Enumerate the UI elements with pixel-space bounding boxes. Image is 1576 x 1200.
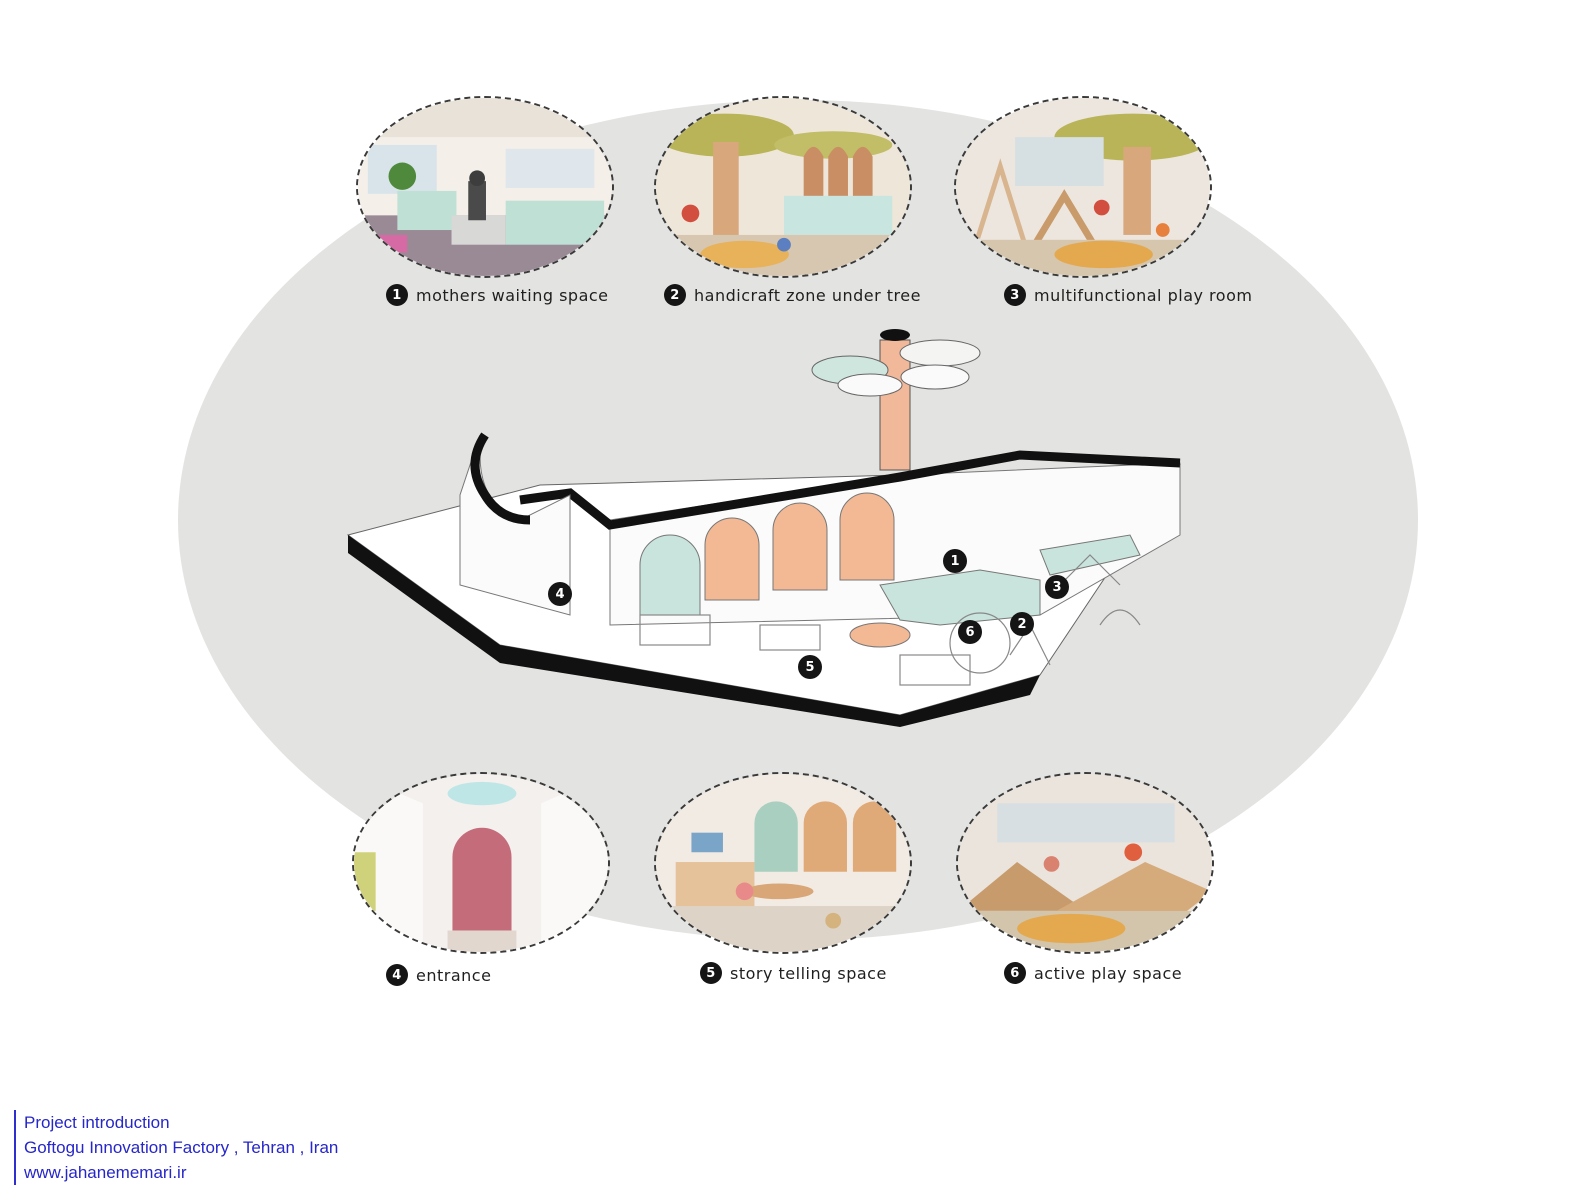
plan-marker-6: 6 xyxy=(958,620,982,644)
entrance-curve xyxy=(470,432,531,525)
caption-label: entrance xyxy=(416,965,492,985)
plan-marker-4: 4 xyxy=(548,582,572,606)
plan-marker-3: 3 xyxy=(1045,575,1069,599)
round-table xyxy=(849,622,911,648)
number-badge: 5 xyxy=(700,962,722,984)
caption-space-4: 4 entrance xyxy=(386,964,491,986)
caption-space-5: 5 story telling space xyxy=(700,962,887,984)
floor-edge xyxy=(348,535,1040,727)
number-badge: 1 xyxy=(386,284,408,306)
caption-label: mothers waiting space xyxy=(416,285,609,305)
footer-line-website[interactable]: www.jahanememari.ir xyxy=(24,1163,187,1182)
caption-space-2: 2 handicraft zone under tree xyxy=(664,284,921,306)
caption-label: multifunctional play room xyxy=(1034,285,1253,305)
plan-marker-5: 5 xyxy=(798,655,822,679)
vignette-entrance xyxy=(352,772,610,954)
plan-marker-1: 1 xyxy=(943,549,967,573)
number-badge: 6 xyxy=(1004,962,1026,984)
number-badge: 4 xyxy=(386,964,408,986)
caption-label: story telling space xyxy=(730,963,887,983)
vignette-multifunctional-play xyxy=(954,96,1212,278)
number-badge: 3 xyxy=(1004,284,1026,306)
wall-top-edge xyxy=(519,450,1181,530)
caption-space-6: 6 active play space xyxy=(1004,962,1182,984)
reception-counter xyxy=(879,569,1041,626)
arch-mint xyxy=(639,534,701,616)
footer-credits: Project introduction Goftogu Innovation … xyxy=(14,1110,338,1185)
axonometric-plan xyxy=(346,329,1181,727)
plan-marker-2: 2 xyxy=(1010,612,1034,636)
caption-space-1: 1 mothers waiting space xyxy=(386,284,609,306)
caption-label: active play space xyxy=(1034,963,1183,983)
number-badge: 2 xyxy=(664,284,686,306)
arch-peach-3 xyxy=(839,492,895,581)
arch-peach-2 xyxy=(772,502,828,591)
arch-peach-1 xyxy=(704,517,760,601)
caption-space-3: 3 multifunctional play room xyxy=(1004,284,1252,306)
tree-canopy xyxy=(811,329,981,471)
footer-line-location: Goftogu Innovation Factory , Tehran , Ir… xyxy=(24,1138,339,1157)
vignette-handicraft-zone xyxy=(654,96,912,278)
footer-line-project: Project introduction xyxy=(24,1113,170,1132)
furniture xyxy=(639,554,1141,686)
vignette-mothers-waiting xyxy=(356,96,614,278)
vignette-active-play xyxy=(956,772,1214,954)
vignette-story-telling xyxy=(654,772,912,954)
caption-label: handicraft zone under tree xyxy=(694,285,921,305)
